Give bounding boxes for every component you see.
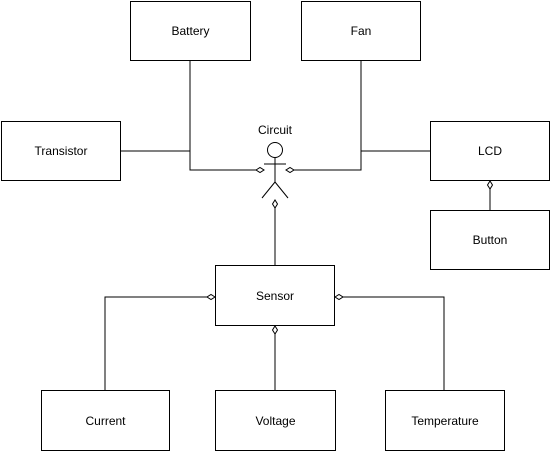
fan-node[interactable]: Fan (301, 1, 421, 61)
temperature-label: Temperature (411, 413, 479, 428)
edge-temperature-sensor (343, 296, 445, 390)
aggregation-diamond-icon (285, 166, 295, 174)
battery-label: Battery (171, 24, 210, 38)
current-label: Current (85, 413, 126, 428)
circuit-label: Circuit (257, 123, 292, 137)
button-label: Button (472, 233, 508, 247)
transistor-node[interactable]: Transistor (1, 121, 121, 181)
edge-fan-circuit (294, 60, 362, 171)
aggregation-diamond-icon (255, 166, 265, 174)
aggregation-diamond-icon (271, 325, 279, 335)
edge-battery-circuit (189, 60, 256, 171)
lcd-node[interactable]: LCD (430, 121, 550, 181)
edge-current-sensor (104, 296, 207, 390)
button-node[interactable]: Button (430, 210, 550, 270)
aggregation-diamond-icon (486, 180, 494, 190)
circuit-actor-icon (261, 142, 289, 199)
aggregation-diamond-icon (271, 199, 279, 209)
battery-node[interactable]: Battery (130, 1, 251, 61)
voltage-label: Voltage (255, 413, 296, 428)
voltage-node[interactable]: Voltage (215, 390, 336, 451)
sensor-label: Sensor (255, 288, 295, 303)
aggregation-diamond-icon (206, 293, 216, 301)
temperature-node[interactable]: Temperature (385, 390, 505, 451)
aggregation-diamond-icon (334, 293, 344, 301)
fan-label: Fan (350, 24, 372, 38)
sensor-node[interactable]: Sensor (215, 265, 335, 326)
current-node[interactable]: Current (41, 390, 170, 451)
transistor-label: Transistor (34, 144, 88, 158)
lcd-label: LCD (477, 144, 502, 158)
